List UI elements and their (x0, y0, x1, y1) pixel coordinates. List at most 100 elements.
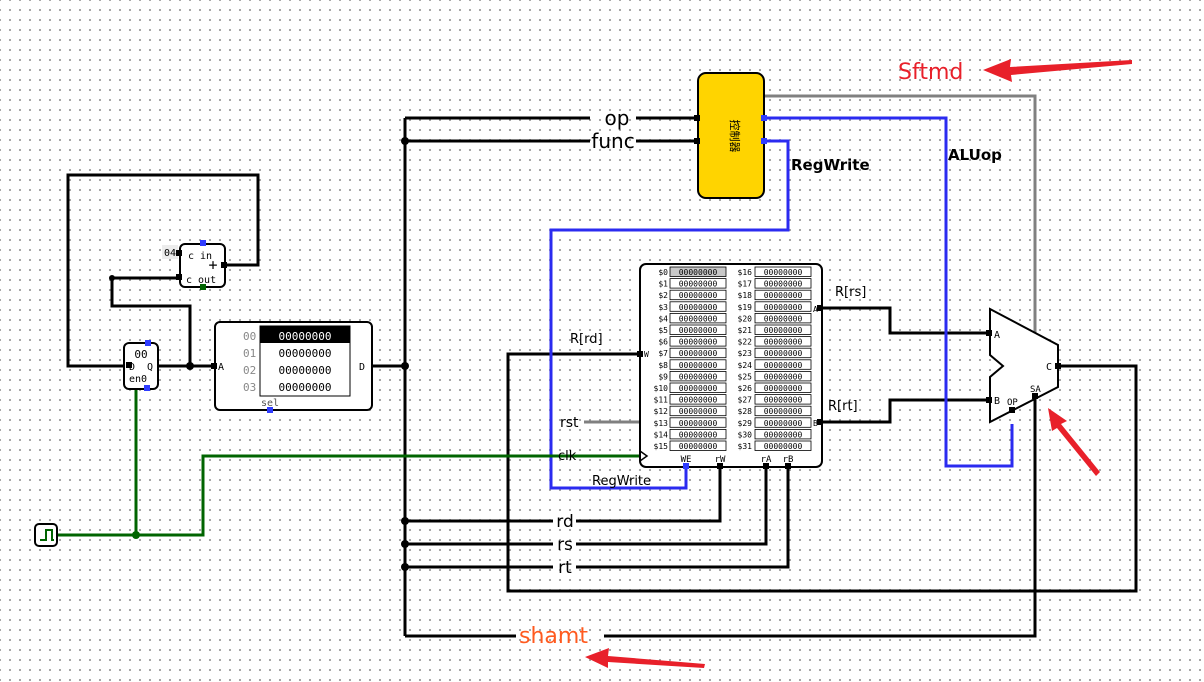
register-name: $24 (738, 361, 753, 370)
register-name: $8 (658, 361, 668, 370)
func-label: func (591, 129, 634, 153)
register-name: $26 (738, 384, 753, 393)
register-cell (754, 359, 812, 370)
rom-address: 01 (243, 347, 256, 360)
register-value: 00000000 (679, 361, 718, 370)
register-name: $25 (738, 372, 753, 381)
register-cell (754, 382, 812, 393)
register-value: 00000000 (764, 407, 803, 416)
register-value: 00000000 (764, 419, 803, 428)
pc-en-label: en0 (129, 374, 147, 385)
regfile-rw-label: rW (715, 455, 726, 465)
register-name: $27 (738, 396, 753, 405)
op-label: op (605, 106, 630, 130)
register-name: $31 (738, 442, 753, 451)
register-cell (754, 405, 812, 417)
shamt-arrow-icon (585, 648, 705, 668)
register-cell (669, 266, 727, 277)
rrd-label: R[rd] (570, 332, 603, 347)
regwrite-top-label: RegWrite (791, 156, 870, 174)
register-cell (669, 428, 727, 440)
register-value: 00000000 (764, 338, 803, 347)
register-name: $4 (658, 314, 668, 323)
rom-value: 00000000 (279, 330, 332, 343)
register-value: 00000000 (764, 396, 803, 405)
rt-label: rt (558, 558, 572, 578)
controller[interactable]: 控制器 (694, 72, 767, 199)
register-cell (754, 266, 812, 277)
register-name: $16 (738, 268, 753, 277)
rom-d-label: D (359, 362, 365, 373)
black-wires (66, 116, 1138, 638)
alu-a-label: A (994, 330, 1000, 341)
regwrite-bottom-label: RegWrite (592, 474, 651, 489)
register-cell (669, 394, 727, 405)
register-value: 00000000 (764, 314, 803, 323)
register-name: $19 (738, 303, 753, 312)
register-name: $17 (738, 280, 753, 289)
register-cell (754, 312, 812, 324)
register-cell (669, 370, 727, 382)
register-cell (669, 324, 727, 335)
register-cell (669, 382, 727, 393)
pc-q-label: Q (147, 362, 153, 373)
register-name: $2 (658, 291, 668, 300)
register-value: 00000000 (764, 349, 803, 358)
clock-wires (57, 386, 640, 537)
register-cell (669, 336, 727, 347)
register-name: $6 (658, 338, 668, 347)
register-name: $28 (738, 407, 753, 416)
register-name: $15 (654, 442, 669, 451)
rom-a-label: A (218, 362, 224, 373)
register-cell (669, 312, 727, 324)
register-value: 00000000 (679, 442, 718, 451)
rom-address: 02 (243, 364, 256, 377)
rst-label: rst (560, 415, 579, 431)
pc-register[interactable]: 00 D Q en0 (123, 340, 159, 391)
register-value: 00000000 (764, 303, 803, 312)
register-value: 00000000 (679, 268, 718, 277)
rom-value: 00000000 (279, 347, 332, 360)
register-cell (754, 440, 812, 451)
pc-adder[interactable]: 04 c in + c out (162, 240, 227, 290)
rom-value: 00000000 (279, 381, 332, 394)
register-name: $0 (658, 268, 668, 277)
register-value: 00000000 (764, 268, 803, 277)
alu[interactable]: A B C OP SA (986, 307, 1061, 424)
pc-d-label: D (129, 362, 135, 373)
register-name: $13 (654, 419, 669, 428)
register-value: 00000000 (764, 372, 803, 381)
rom-sel-label: sel (261, 398, 279, 409)
annotation-arrows (585, 59, 1132, 668)
register-name: $14 (654, 430, 669, 439)
adder-constant: 04 (164, 248, 176, 259)
register-name: $18 (738, 291, 753, 300)
register-cell (754, 347, 812, 359)
register-name: $29 (738, 419, 753, 428)
register-value: 00000000 (679, 303, 718, 312)
controller-label: 控制器 (728, 120, 742, 153)
register-cell (669, 301, 727, 312)
register-name: $9 (658, 372, 668, 381)
register-value: 00000000 (764, 291, 803, 300)
alu-c-label: C (1046, 362, 1052, 373)
register-value: 00000000 (679, 430, 718, 439)
register-name: $1 (658, 280, 668, 289)
rom-address: 03 (243, 381, 256, 394)
register-cell (754, 336, 812, 347)
register-cell (754, 370, 812, 382)
blue-wires (549, 116, 1014, 490)
register-value: 00000000 (764, 280, 803, 289)
register-cell (754, 301, 812, 312)
gray-wires (584, 94, 1037, 424)
register-value: 00000000 (764, 326, 803, 335)
rrt-label: R[rt] (828, 399, 858, 414)
register-value: 00000000 (764, 430, 803, 439)
regfile-b-label: B (813, 419, 818, 428)
clock-source[interactable] (34, 523, 58, 547)
register-cell (669, 278, 727, 289)
